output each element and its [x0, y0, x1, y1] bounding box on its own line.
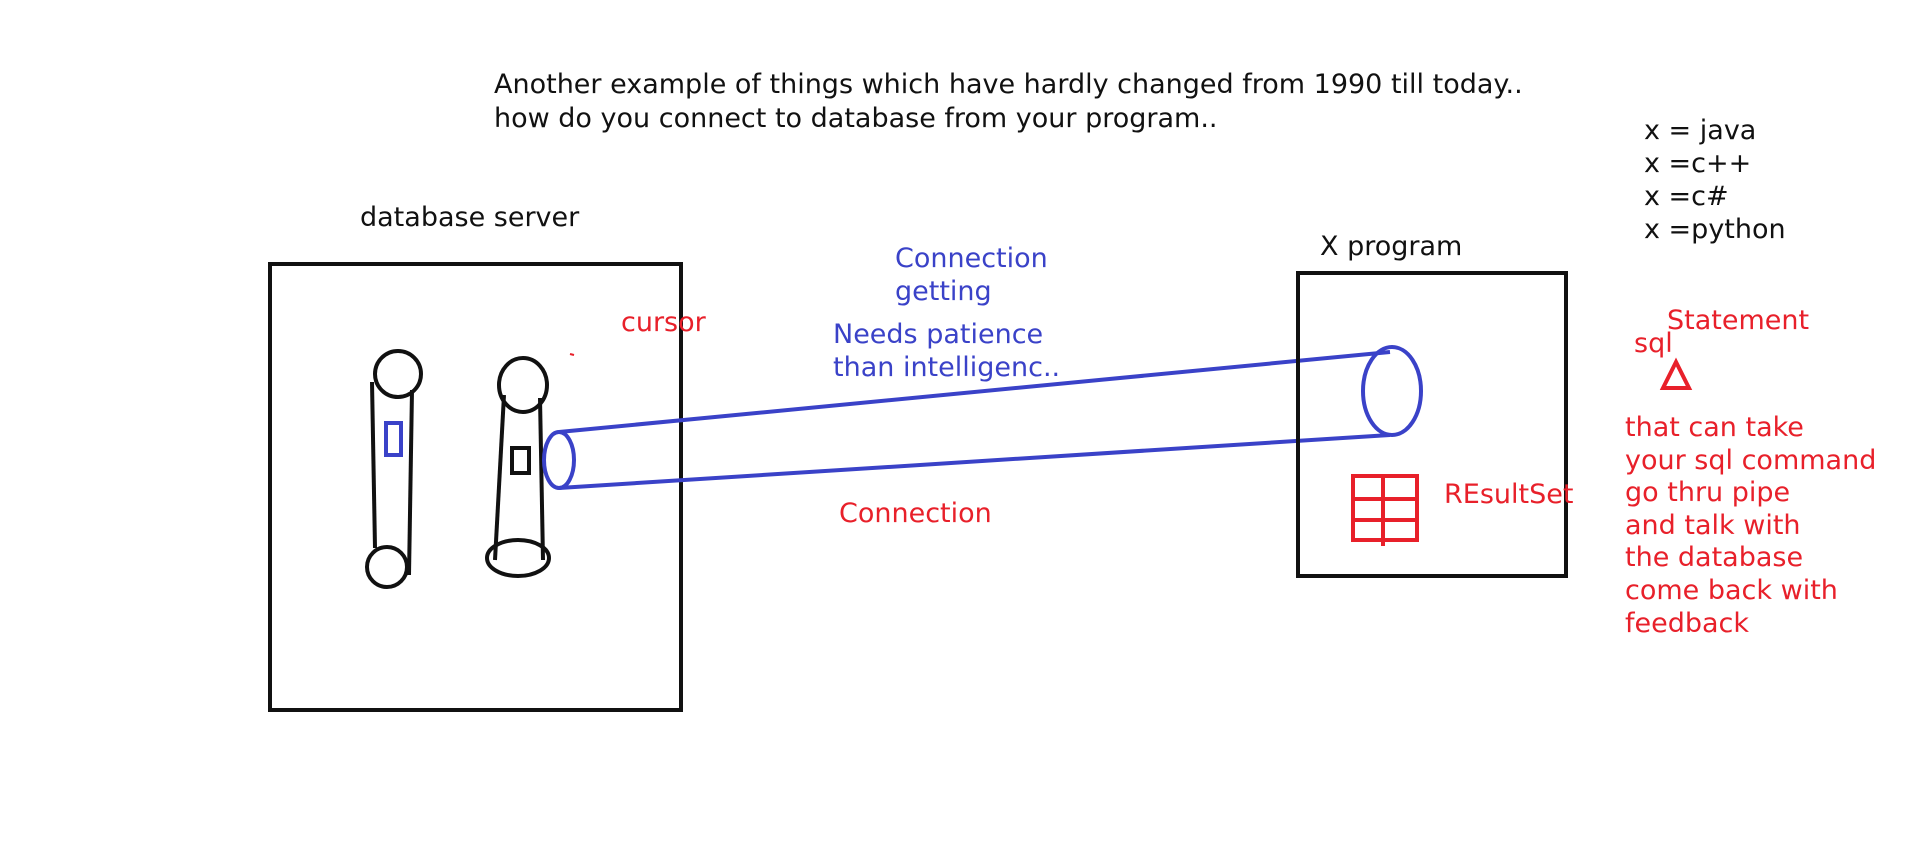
- database-cylinder-left: [365, 349, 423, 589]
- connection-getting-label-2: getting: [895, 276, 992, 307]
- language-csharp: x =c#: [1644, 181, 1729, 212]
- database-cylinder-right: [485, 356, 551, 578]
- statement-label: Statement: [1667, 305, 1810, 336]
- statement-note-3: go thru pipe: [1625, 477, 1791, 508]
- database-server-box: [268, 262, 683, 712]
- statement-triangle-icon: [1659, 357, 1693, 390]
- connection-getting-label-1: Connection: [895, 243, 1048, 274]
- statement-note-4: and talk with: [1625, 510, 1801, 541]
- statement-note-5: the database: [1625, 542, 1804, 573]
- x-program-label: X program: [1320, 231, 1463, 262]
- language-python: x =python: [1644, 214, 1786, 245]
- statement-note-2: your sql command: [1625, 445, 1877, 476]
- cursor-tick: [569, 353, 575, 356]
- header-line-1: Another example of things which have har…: [494, 69, 1523, 100]
- cursor-label: cursor: [621, 307, 706, 338]
- language-cpp: x =c++: [1644, 148, 1752, 179]
- resultset-label: REsultSet: [1444, 479, 1574, 510]
- statement-note-1: that can take: [1625, 412, 1804, 443]
- statement-note-7: feedback: [1625, 608, 1750, 639]
- connection-pipe: [542, 345, 1423, 490]
- resultset-grid-icon: [1351, 474, 1419, 546]
- statement-note-6: come back with: [1625, 575, 1838, 606]
- patience-label-2: than intelligenc..: [833, 352, 1061, 383]
- x-program-box: [1296, 271, 1568, 578]
- database-server-label: database server: [360, 202, 580, 233]
- connection-label: Connection: [839, 498, 992, 529]
- language-java: x = java: [1644, 115, 1757, 146]
- sql-label: sql: [1634, 328, 1673, 359]
- header-line-2: how do you connect to database from your…: [494, 103, 1218, 134]
- patience-label-1: Needs patience: [833, 319, 1044, 350]
